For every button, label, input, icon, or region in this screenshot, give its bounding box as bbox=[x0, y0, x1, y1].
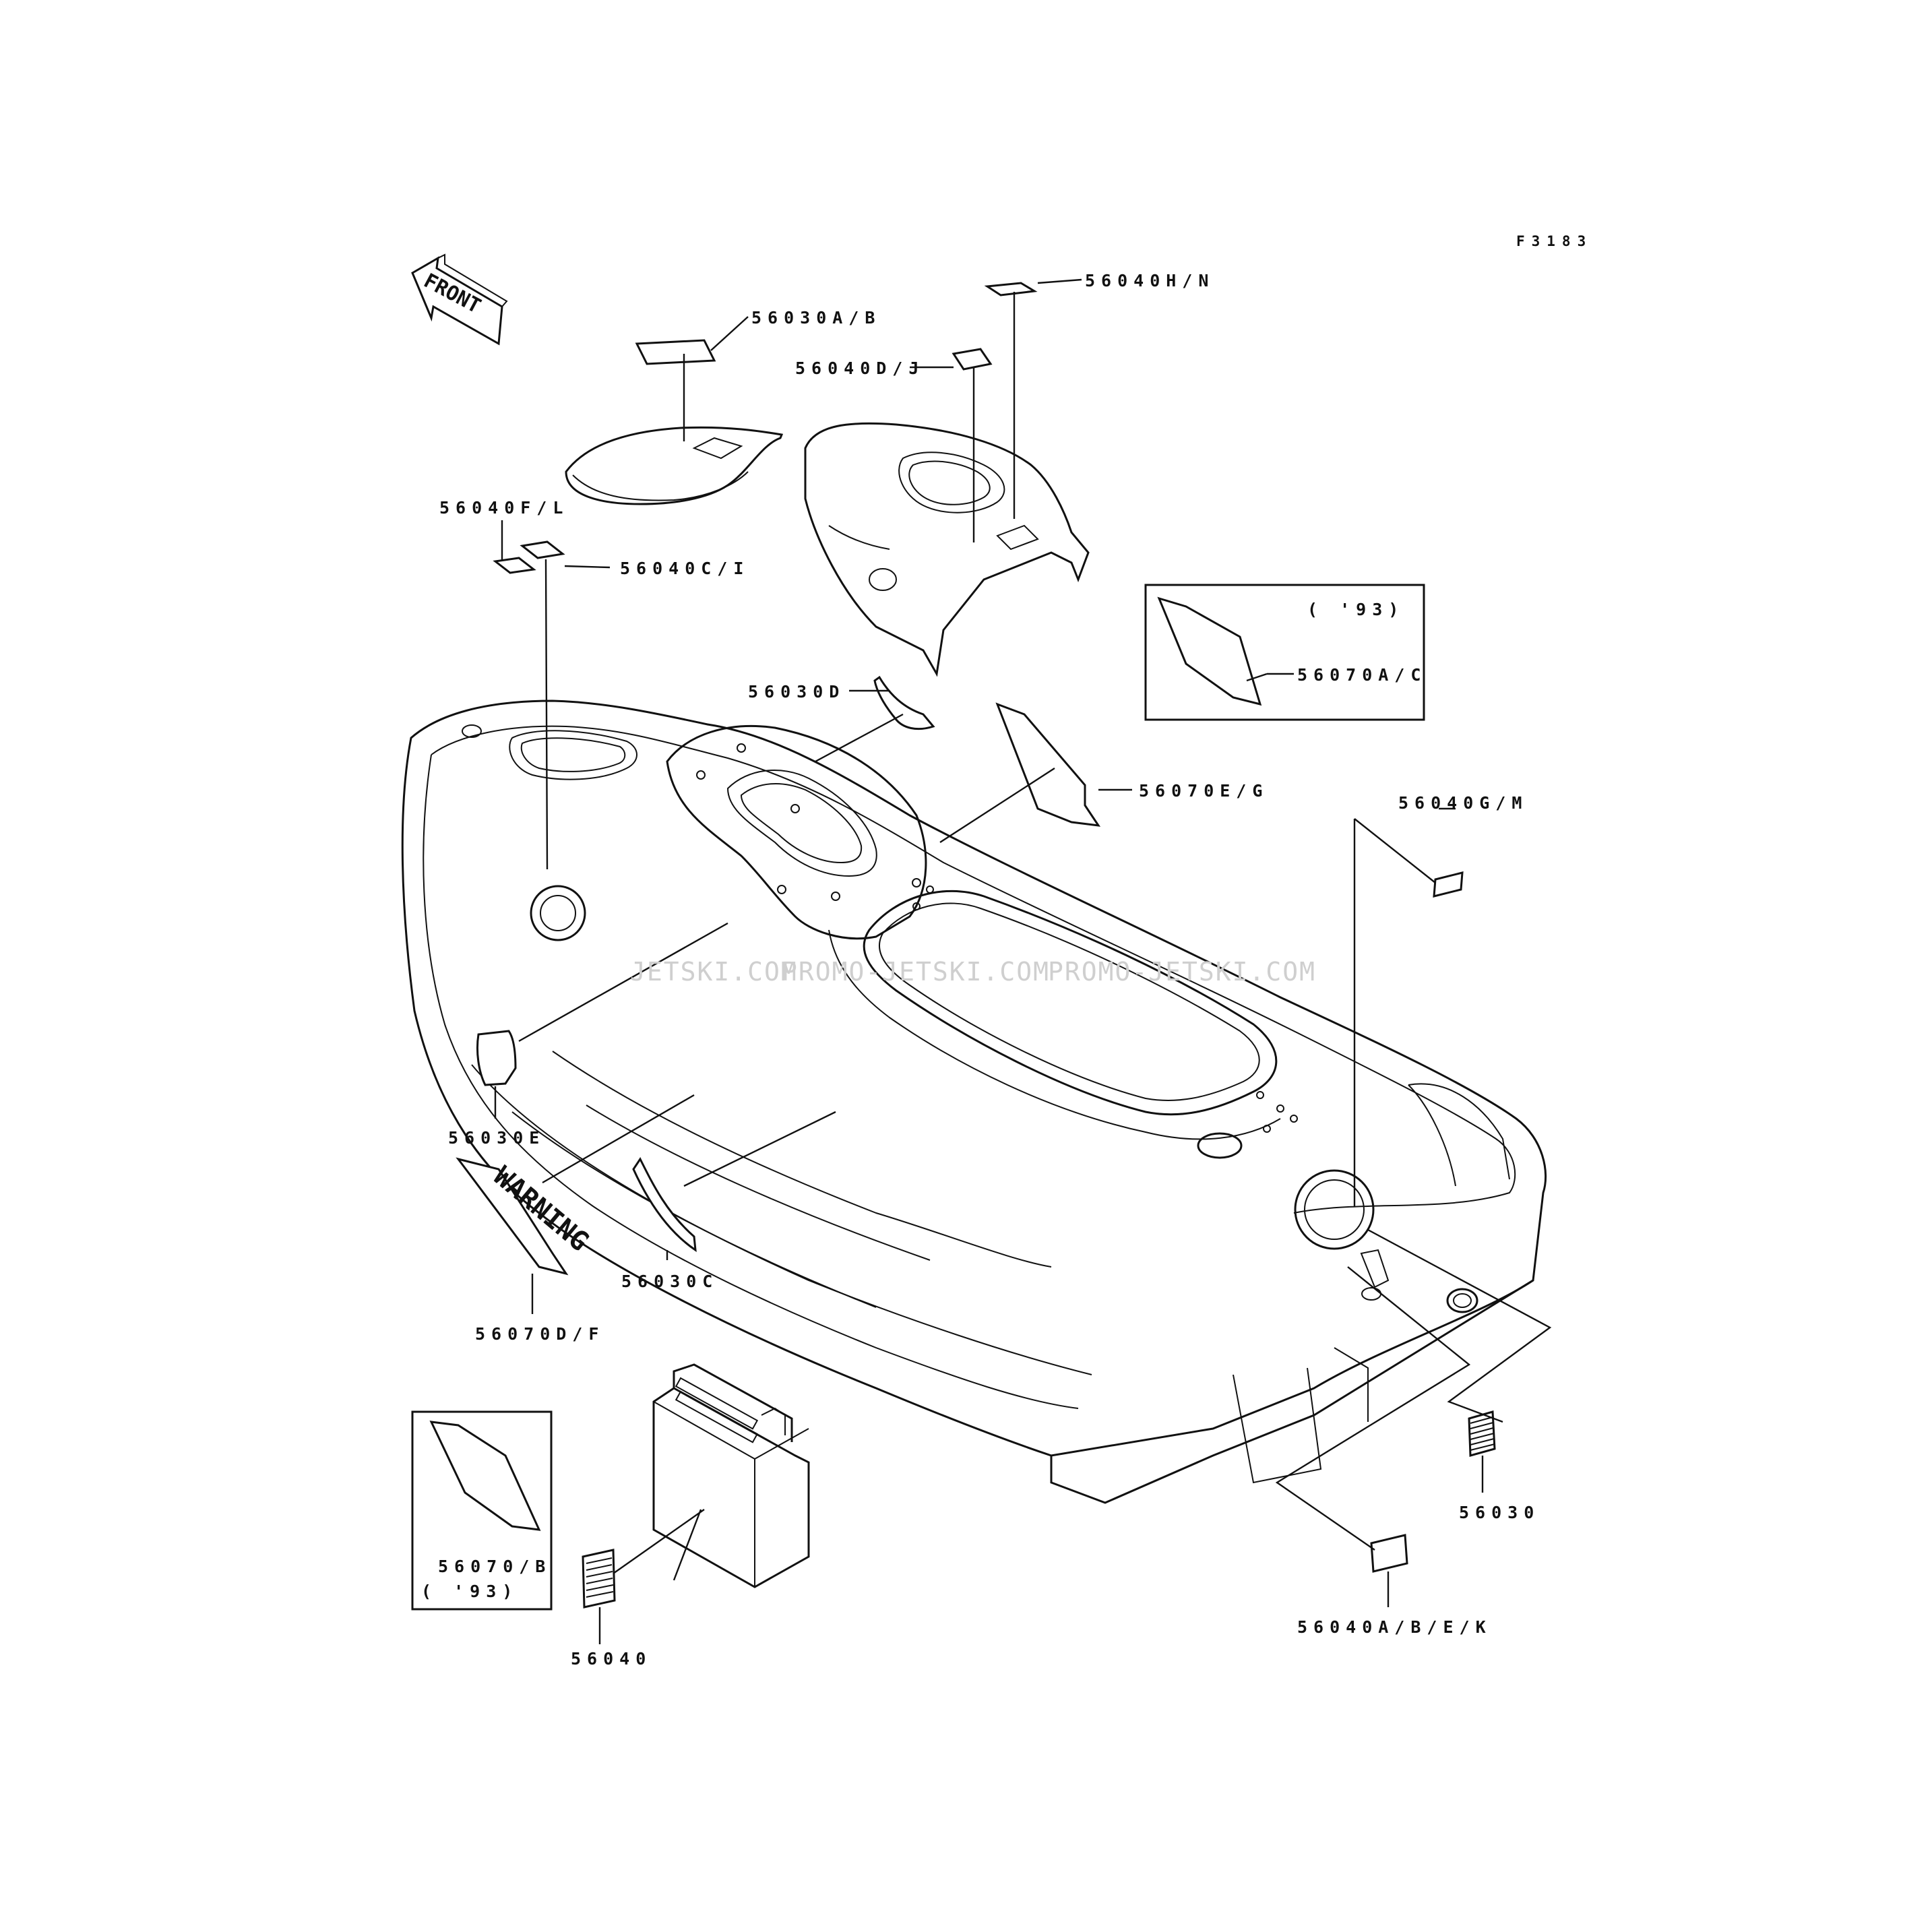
label-56040c-i: 56040C/I bbox=[620, 559, 749, 578]
decal-56040g-m bbox=[1433, 871, 1464, 898]
steering-cover-drawing bbox=[804, 422, 1090, 677]
seat-drawing bbox=[565, 426, 784, 505]
label-56040: 56040 bbox=[571, 1649, 652, 1669]
label-56030c: 56030C bbox=[621, 1272, 718, 1291]
label-56030e: 56030E bbox=[448, 1128, 545, 1148]
decal-56030c bbox=[632, 1157, 697, 1253]
decal-56040d-j bbox=[952, 348, 993, 371]
label-56070a-c: 56070A/C bbox=[1297, 665, 1427, 685]
decal-56040h-n bbox=[984, 282, 1038, 297]
front-arrow-icon: FRONT bbox=[411, 253, 508, 346]
label-56070e-g: 56070E/G bbox=[1139, 781, 1268, 801]
label-56030d: 56030D bbox=[748, 682, 845, 702]
inset-box-left: ( '93) bbox=[411, 1410, 553, 1611]
decal-56040f-l bbox=[493, 557, 536, 574]
label-56040f-l: 56040F/L bbox=[439, 498, 569, 518]
decal-56030e bbox=[476, 1030, 517, 1086]
label-56030: 56030 bbox=[1459, 1503, 1540, 1522]
label-56040d-j: 56040D/J bbox=[795, 359, 925, 378]
inset-box-right: ( '93) bbox=[1144, 584, 1425, 721]
label-56070-b: 56070/B bbox=[438, 1557, 551, 1576]
label-56040h-n: 56040H/N bbox=[1085, 271, 1214, 290]
label-56040a-b-e-k: 56040A/B/E/K bbox=[1297, 1617, 1492, 1637]
battery-drawing bbox=[652, 1363, 810, 1588]
decal-56040c-i bbox=[520, 540, 565, 559]
decal-56030 bbox=[1468, 1410, 1496, 1457]
label-56040g-m: 56040G/M bbox=[1398, 793, 1528, 813]
svg-text:PROMO-JETSKI.COM: PROMO-JETSKI.COM bbox=[782, 957, 1050, 987]
decal-56040 bbox=[582, 1549, 616, 1609]
decal-56030a-b bbox=[635, 339, 716, 365]
watermark: JETSKI.COM PROMO-JETSKI.COM PROMO-JETSKI… bbox=[630, 957, 1316, 987]
decal-56030d bbox=[873, 675, 935, 730]
leader-lines bbox=[494, 278, 1552, 1644]
label-56070d-f: 56070D/F bbox=[475, 1324, 604, 1344]
figure-code: F3183 bbox=[1516, 233, 1592, 249]
year-note-right: ( '93) bbox=[1307, 600, 1404, 619]
label-56030a-b: 56030A/B bbox=[751, 308, 881, 328]
decal-56040a-b-e-k bbox=[1370, 1534, 1408, 1573]
svg-text:JETSKI.COM: JETSKI.COM bbox=[630, 957, 798, 987]
svg-text:PROMO-JETSKI.COM: PROMO-JETSKI.COM bbox=[1048, 957, 1316, 987]
hull-drawing bbox=[401, 699, 1547, 1504]
decal-56070d-f: WARNING bbox=[456, 1157, 594, 1276]
decal-56070e-g bbox=[995, 702, 1101, 827]
part-labels: 56030A/B 56040H/N 56040D/J 56040F/L 5604… bbox=[438, 271, 1540, 1669]
year-note-left: ( '93) bbox=[421, 1582, 518, 1601]
